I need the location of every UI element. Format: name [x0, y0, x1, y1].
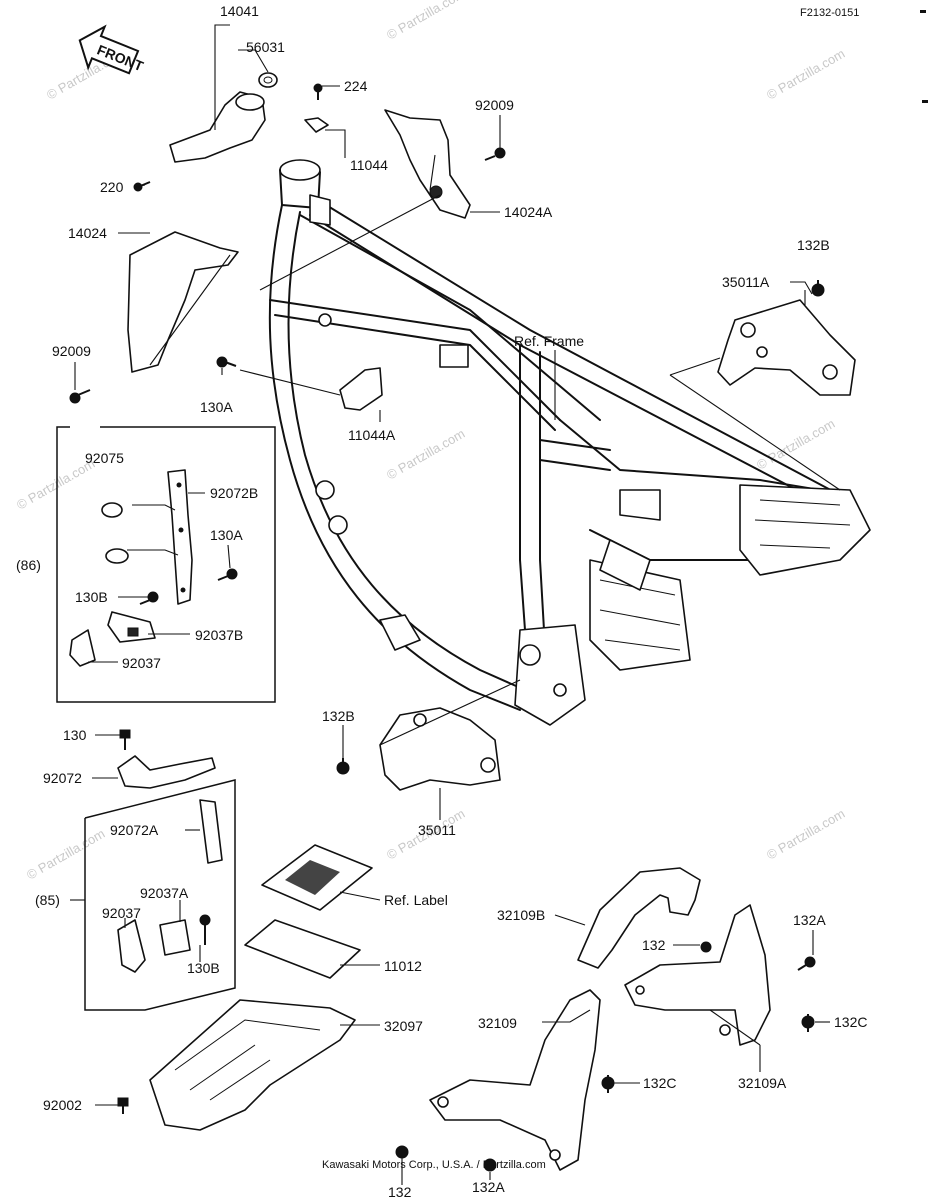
callout-132A-right: 132A: [793, 912, 826, 928]
callout-92037-box86: 92037: [122, 655, 161, 671]
part-32109-bracket: [429, 989, 601, 1171]
callout-labels: 14041 56031 224 92009 11044 220 14024A 1…: [16, 3, 867, 1200]
part-14041-cover: [169, 91, 266, 163]
callout-32109B: 32109B: [497, 907, 545, 923]
bolt-132C-mid: [601, 1075, 615, 1093]
callout-11012: 11012: [384, 958, 422, 974]
callout-35011: 35011: [418, 822, 456, 838]
part-92072-strap: [117, 755, 216, 789]
edge-mark: [922, 100, 928, 103]
bolt-132A-bottom: [483, 1158, 497, 1172]
callout-14041: 14041: [220, 3, 259, 19]
callout-kit-85: (85): [35, 892, 60, 908]
watermark: © Partzilla.com: [384, 426, 467, 483]
callout-92072: 92072: [43, 770, 82, 786]
callout-132-bottom: 132: [388, 1184, 412, 1200]
watermark: © Partzilla.com: [754, 416, 837, 473]
footer-copyright: Kawasaki Motors Corp., U.S.A. / Partzill…: [322, 1159, 546, 1171]
callout-11044: 11044: [350, 157, 388, 173]
callout-220: 220: [100, 179, 124, 195]
part-32109A-bracket: [624, 904, 771, 1046]
callout-92037B: 92037B: [195, 627, 243, 643]
bolt-132C-right: [801, 1014, 815, 1032]
callout-92072A: 92072A: [110, 822, 159, 838]
part-32109B-grab-rail: [577, 867, 701, 969]
callout-132C-mid: 132C: [643, 1075, 676, 1091]
part-92072B-strap: [167, 469, 193, 605]
bolt-130B-box85: [199, 914, 211, 945]
callout-32097: 32097: [384, 1018, 423, 1034]
part-92075-grommet: [101, 502, 123, 518]
callout-32109: 32109: [478, 1015, 517, 1031]
callout-kit-86: (86): [16, 557, 41, 573]
kit-86-box: [56, 426, 276, 703]
part-92037-clamp-86: [69, 629, 96, 667]
bolt-130B-box86: [139, 591, 159, 605]
callout-130B-box85: 130B: [187, 960, 220, 976]
callout-130A-box: 130A: [210, 527, 243, 543]
callout-56031: 56031: [246, 39, 285, 55]
callout-224: 224: [344, 78, 368, 94]
watermark: © Partzilla.com: [764, 806, 847, 863]
bolt-132-bottom: [395, 1145, 409, 1159]
part-11044A-bracket: [339, 367, 383, 411]
leader-lines: [70, 24, 841, 1185]
part-92037A-clamp: [159, 919, 191, 956]
callout-35011A: 35011A: [722, 274, 770, 290]
callout-132A-bottom: 132A: [472, 1179, 505, 1195]
callout-92009-top: 92009: [475, 97, 514, 113]
diagram-code: F2132-0151: [800, 7, 859, 19]
callout-132B-mid: 132B: [322, 708, 355, 724]
bolt-130A-box: [217, 568, 238, 581]
callout-130B-box86: 130B: [75, 589, 108, 605]
bolt-130: [119, 729, 131, 750]
watermark: © Partzilla.com: [384, 0, 467, 43]
part-92037-clamp-85: [117, 919, 146, 973]
callout-92037-box85: 92037: [102, 905, 141, 921]
part-35011A-bracket: [717, 299, 856, 396]
callout-92002: 92002: [43, 1097, 82, 1113]
callout-132C-right: 132C: [834, 1014, 867, 1030]
callout-ref-label: Ref. Label: [384, 892, 448, 908]
bolt-92002: [117, 1097, 129, 1114]
edge-mark: [920, 10, 926, 13]
callout-130: 130: [63, 727, 87, 743]
callout-14024A: 14024A: [504, 204, 553, 220]
part-92037B-clamp: [107, 611, 156, 643]
part-11044-bracket: [304, 117, 329, 133]
washer: [105, 548, 129, 564]
kit-85-box: [84, 779, 236, 1011]
bolt-132A-right: [797, 956, 816, 971]
bolt-132B-top: [811, 280, 825, 297]
callout-132-right: 132: [642, 937, 666, 953]
watermark: © Partzilla.com: [24, 826, 107, 883]
part-11012-sheet: [244, 919, 361, 979]
bolt-92009-left: [69, 389, 91, 404]
bolt-132-right: [700, 941, 712, 953]
callout-130A-top: 130A: [200, 399, 233, 415]
part-92072A-strap: [199, 799, 223, 864]
main-frame: [268, 159, 871, 726]
callout-92075: 92075: [85, 450, 124, 466]
callout-11044A: 11044A: [348, 427, 396, 443]
callout-92037A: 92037A: [140, 885, 189, 901]
callout-ref-frame: Ref. Frame: [514, 333, 584, 349]
watermark: © Partzilla.com: [764, 46, 847, 103]
callout-92009-left: 92009: [52, 343, 91, 359]
callout-32109A: 32109A: [738, 1075, 787, 1091]
part-14024-cover: [127, 231, 239, 373]
bolt-130A-top: [216, 356, 237, 368]
part-35011-bracket: [379, 707, 501, 791]
bolt-92009-top: [484, 147, 506, 161]
part-32097-tray: [149, 999, 356, 1131]
callout-14024: 14024: [68, 225, 107, 241]
bolt-132B-mid: [336, 758, 350, 775]
callout-132B-top: 132B: [797, 237, 830, 253]
callout-92072B: 92072B: [210, 485, 258, 501]
bolt-224: [313, 83, 323, 100]
